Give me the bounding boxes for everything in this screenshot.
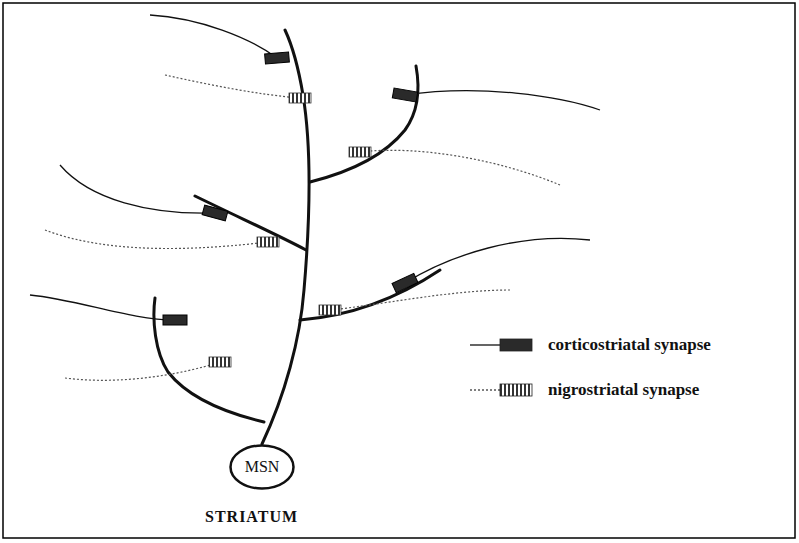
corticostriatal-sample xyxy=(468,333,538,357)
legend-text: corticostriatal synapse xyxy=(548,335,711,355)
corticostriatal-axons xyxy=(30,15,600,320)
region-label: STRIATUM xyxy=(205,508,298,526)
cell-label: MSN xyxy=(245,458,280,476)
frame xyxy=(3,3,795,538)
neuron-body: MSN xyxy=(229,444,295,490)
dendrite-tree xyxy=(154,30,440,444)
legend-text: nigrostriatal synapse xyxy=(548,380,699,400)
legend-entry: corticostriatal synapse xyxy=(468,333,711,357)
nigrostriatal-sample xyxy=(468,378,538,402)
nigrostriatal-axons xyxy=(45,75,560,380)
corticostriatal-synapses xyxy=(163,52,418,325)
legend-entry: nigrostriatal synapse xyxy=(468,378,699,402)
nigrostriatal-synapses xyxy=(209,93,371,367)
